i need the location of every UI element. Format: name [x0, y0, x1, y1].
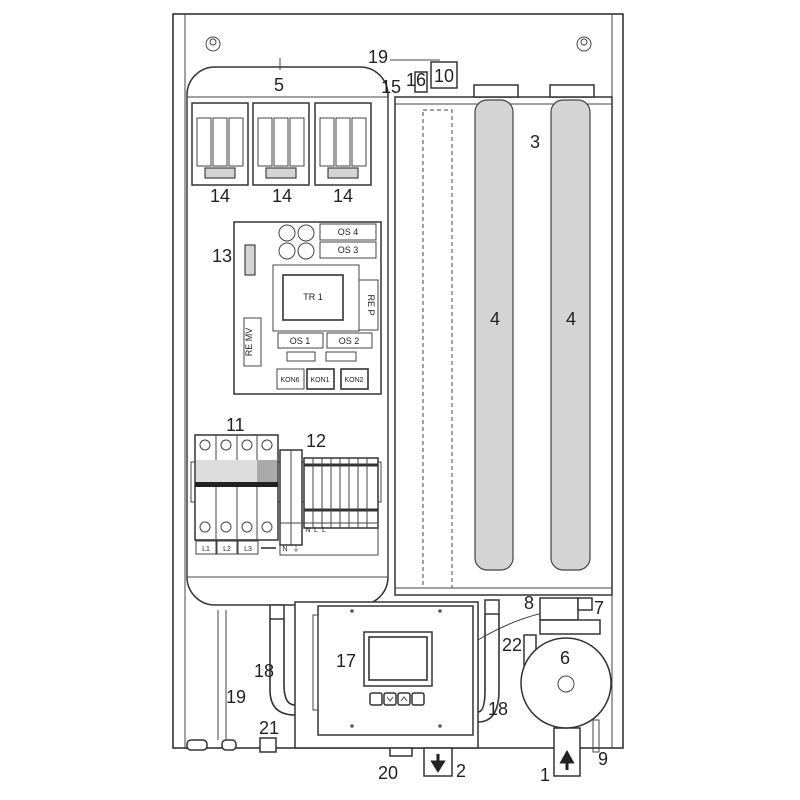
up-button[interactable]	[397, 692, 411, 706]
callout-14: 14	[333, 186, 353, 206]
relay	[191, 102, 249, 186]
l1-label: L1	[202, 546, 210, 553]
down-button[interactable]	[383, 692, 397, 706]
l2-label: L2	[223, 546, 231, 553]
callout-16: 16	[406, 70, 426, 90]
rep-label: RE P	[366, 294, 376, 315]
terminal-n-label: N	[305, 527, 310, 534]
callout-15: 15	[381, 77, 401, 97]
callout-18: 18	[254, 661, 274, 681]
os4-label: OS 4	[338, 227, 359, 237]
pipes	[186, 599, 561, 753]
callout-14: 14	[272, 186, 292, 206]
kon1-label: KON1	[310, 377, 329, 384]
relays	[191, 102, 372, 186]
water-outlet	[423, 747, 453, 777]
os3-label: OS 3	[338, 245, 359, 255]
callout-6: 6	[560, 648, 570, 668]
callout-18: 18	[488, 699, 508, 719]
enter-button[interactable]	[411, 692, 425, 706]
callout-19: 19	[226, 687, 246, 707]
pe-label: ⏚	[293, 545, 300, 553]
terminal-block: N ⏚ N L L	[279, 449, 379, 556]
callout-4: 4	[490, 309, 500, 329]
callout-11: 11	[226, 415, 245, 435]
heating-element	[474, 99, 514, 571]
heating-element	[550, 99, 591, 571]
callout-20: 20	[378, 763, 398, 783]
terminal-l-label: L	[314, 527, 318, 534]
callout-8: 8	[524, 593, 534, 613]
callout-22: 22	[502, 635, 522, 655]
boiler-tank	[394, 61, 613, 596]
callout-13: 13	[212, 246, 232, 266]
remv-label: RE MV	[244, 328, 254, 357]
arrow-up-icon	[559, 749, 575, 770]
callout-14: 14	[210, 186, 230, 206]
control-board: OS 4 OS 3 TR 1 RE P OS 1 OS 2 RE MV KON6…	[233, 221, 382, 395]
os1-label: OS 1	[290, 336, 311, 346]
callout-12: 12	[306, 431, 326, 451]
relay	[314, 102, 372, 186]
control-unit	[294, 601, 479, 757]
callout-9: 9	[598, 749, 608, 769]
os2-label: OS 2	[339, 336, 360, 346]
relay	[252, 102, 310, 186]
display-screen	[363, 631, 433, 687]
arrow-down-icon	[430, 754, 446, 773]
mounting-hole-icon	[205, 36, 592, 52]
callout-labels: 1 2 3 4 4 5 6 7 8 9 10 11 12 13 14 14 14…	[210, 47, 608, 785]
terminal-l-label: L	[322, 527, 326, 534]
callout-21: 21	[259, 718, 279, 738]
callout-4: 4	[566, 309, 576, 329]
circulation-pump	[520, 597, 612, 753]
menu-button[interactable]	[369, 692, 383, 706]
callout-19: 19	[368, 47, 388, 67]
callout-2: 2	[456, 761, 466, 781]
callout-3: 3	[530, 132, 540, 152]
callout-1: 1	[540, 765, 550, 785]
tr1-label: TR 1	[303, 292, 323, 302]
l3-label: L3	[244, 546, 252, 553]
kon6-label: KON6	[280, 377, 299, 384]
n-label: N	[282, 546, 287, 553]
callout-17: 17	[336, 651, 356, 671]
callout-5: 5	[274, 75, 284, 95]
callout-10: 10	[434, 66, 454, 86]
callout-7: 7	[594, 598, 604, 618]
circuit-breakers: L1 L2 L3	[190, 434, 382, 555]
water-inlet	[553, 727, 581, 777]
kon2-label: KON2	[344, 377, 363, 384]
